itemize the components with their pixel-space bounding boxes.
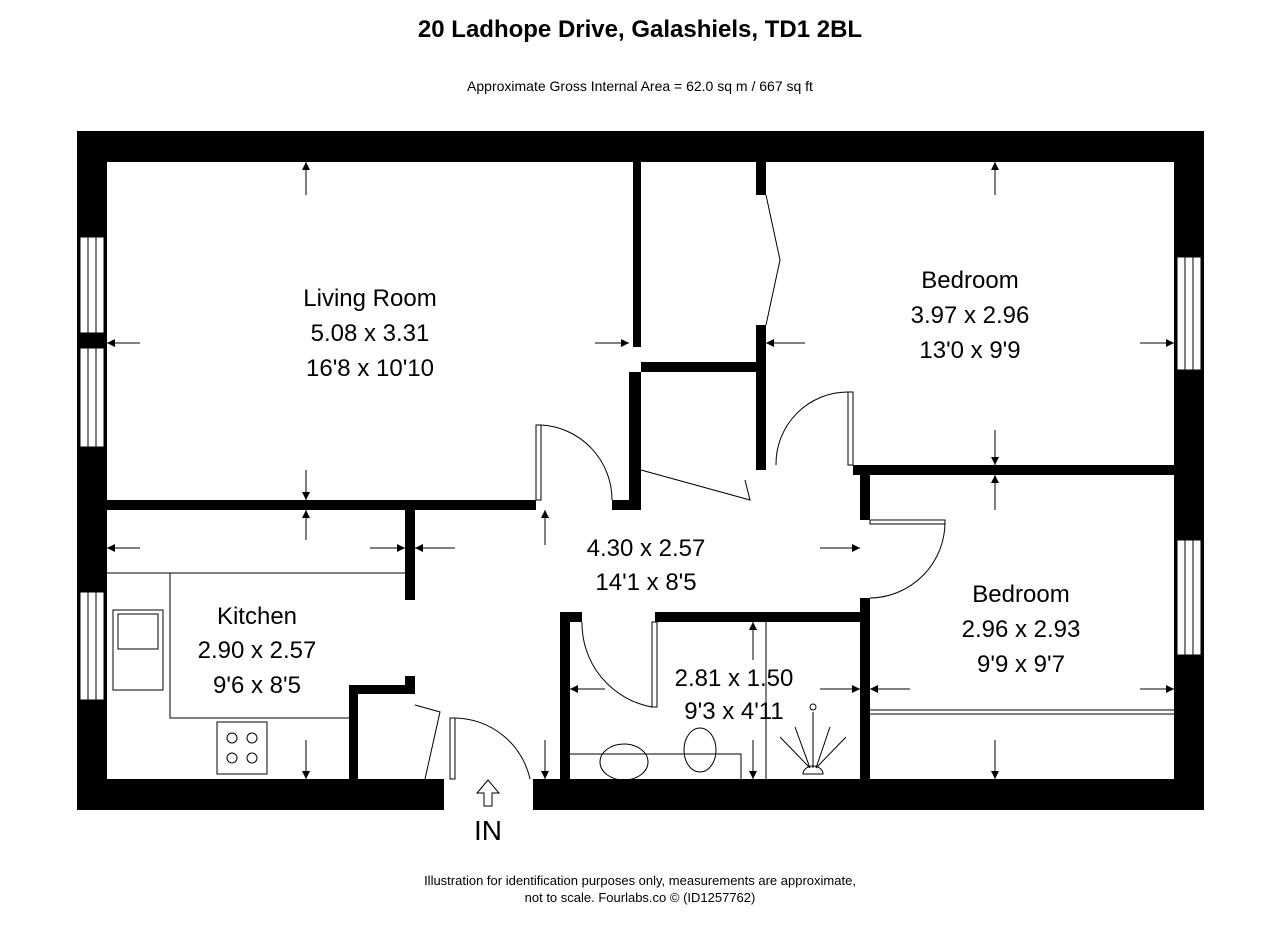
- room-bedroom-2: Bedroom 2.96 x 2.93 9'9 x 9'7: [962, 581, 1081, 678]
- walls: [77, 131, 1204, 810]
- disclaimer-line-1: Illustration for identification purposes…: [424, 873, 856, 888]
- disclaimer: Illustration for identification purposes…: [0, 872, 1280, 906]
- entrance-label: IN: [474, 815, 502, 846]
- room-size-imperial: 13'0 x 9'9: [919, 337, 1020, 364]
- room-name: Living Room: [303, 285, 436, 312]
- room-size-metric: 2.96 x 2.93: [962, 616, 1081, 643]
- room-size-metric: 2.81 x 1.50: [675, 665, 794, 692]
- shower-icon: [779, 703, 847, 775]
- room-size-imperial: 9'9 x 9'7: [977, 651, 1065, 678]
- disclaimer-line-2: not to scale. Fourlabs.co © (ID1257762): [524, 890, 756, 905]
- room-name: Bedroom: [921, 267, 1018, 294]
- plan-title: 20 Ladhope Drive, Galashiels, TD1 2BL: [417, 16, 863, 43]
- windows: [79, 236, 1202, 701]
- room-size-imperial: 9'6 x 8'5: [213, 672, 301, 699]
- fixtures: [107, 572, 847, 781]
- room-hallway: 4.30 x 2.57 14'1 x 8'5: [587, 535, 706, 596]
- room-size-metric: 5.08 x 3.31: [311, 320, 430, 347]
- room-bathroom: 2.81 x 1.50 9'3 x 4'11: [675, 665, 794, 725]
- room-size-imperial: 9'3 x 4'11: [684, 698, 783, 725]
- room-kitchen: Kitchen 2.90 x 2.57 9'6 x 8'5: [198, 603, 317, 699]
- room-size-imperial: 14'1 x 8'5: [595, 569, 696, 596]
- entrance-arrow-icon: [475, 779, 501, 807]
- dimension-arrows: [107, 162, 1174, 779]
- toilet-icon: [683, 727, 717, 773]
- room-bedroom-1: Bedroom 3.97 x 2.96 13'0 x 9'9: [911, 267, 1030, 364]
- room-size-metric: 2.90 x 2.57: [198, 637, 317, 664]
- hob-icon: [216, 721, 268, 775]
- doors: [414, 194, 1174, 780]
- room-size-imperial: 16'8 x 10'10: [306, 355, 434, 382]
- gross-area: Approximate Gross Internal Area = 62.0 s…: [467, 78, 813, 94]
- basin-icon: [599, 743, 649, 781]
- room-name: Bedroom: [972, 581, 1069, 608]
- room-size-metric: 3.97 x 2.96: [911, 302, 1030, 329]
- room-living-room: Living Room 5.08 x 3.31 16'8 x 10'10: [303, 285, 436, 382]
- room-size-metric: 4.30 x 2.57: [587, 535, 706, 562]
- room-name: Kitchen: [217, 603, 297, 630]
- sink-icon: [112, 609, 164, 691]
